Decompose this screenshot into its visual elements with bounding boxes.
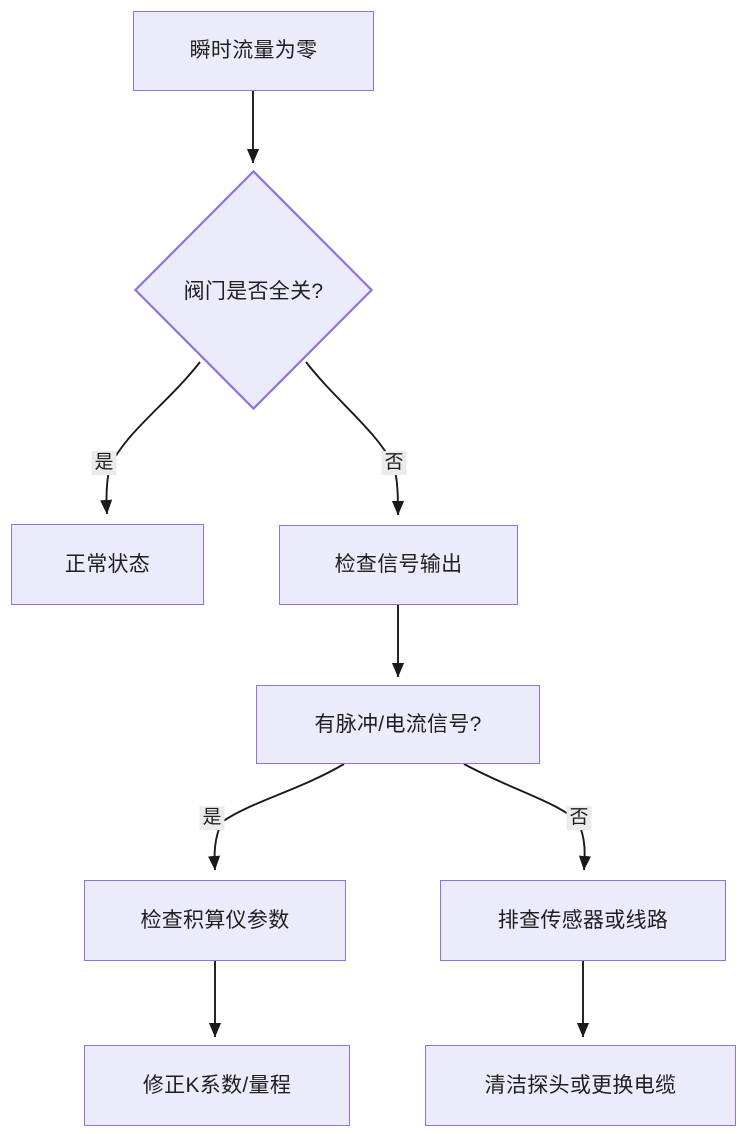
node-label: 正常状态 bbox=[64, 552, 151, 576]
node-valve-fully-closed-decision[interactable]: 阀门是否全关? bbox=[134, 170, 373, 410]
edge-label-n5-n7-no: 否 bbox=[566, 806, 592, 830]
node-troubleshoot-sensor-or-wiring[interactable]: 排查传感器或线路 bbox=[440, 880, 726, 961]
node-label: 排查传感器或线路 bbox=[497, 908, 669, 932]
diamond-shape bbox=[134, 170, 373, 410]
node-instant-flow-zero[interactable]: 瞬时流量为零 bbox=[133, 11, 374, 91]
node-label: 瞬时流量为零 bbox=[189, 39, 318, 63]
edge-label-n2-n3-yes: 是 bbox=[91, 451, 117, 475]
node-check-totalizer-parameters[interactable]: 检查积算仪参数 bbox=[84, 880, 346, 961]
node-label: 阀门是否全关? bbox=[183, 280, 324, 303]
node-pulse-or-current-signal-decision[interactable]: 有脉冲/电流信号? bbox=[256, 685, 540, 764]
edge-n5-n6 bbox=[207, 763, 345, 871]
node-normal-state[interactable]: 正常状态 bbox=[11, 524, 204, 605]
edge-label-n5-n6-yes: 是 bbox=[199, 806, 225, 830]
node-label: 检查积算仪参数 bbox=[140, 908, 290, 932]
edge-label-n2-n4-no: 否 bbox=[381, 451, 407, 475]
node-label: 检查信号输出 bbox=[334, 553, 463, 577]
node-label: 修正K系数/量程 bbox=[142, 1073, 292, 1097]
node-label: 有脉冲/电流信号? bbox=[314, 712, 482, 736]
node-clean-probe-or-replace-cable[interactable]: 清洁探头或更换电缆 bbox=[425, 1045, 736, 1126]
node-check-signal-output[interactable]: 检查信号输出 bbox=[279, 525, 518, 605]
node-label: 清洁探头或更换电缆 bbox=[484, 1073, 677, 1097]
node-correct-k-factor-or-range[interactable]: 修正K系数/量程 bbox=[84, 1045, 350, 1126]
